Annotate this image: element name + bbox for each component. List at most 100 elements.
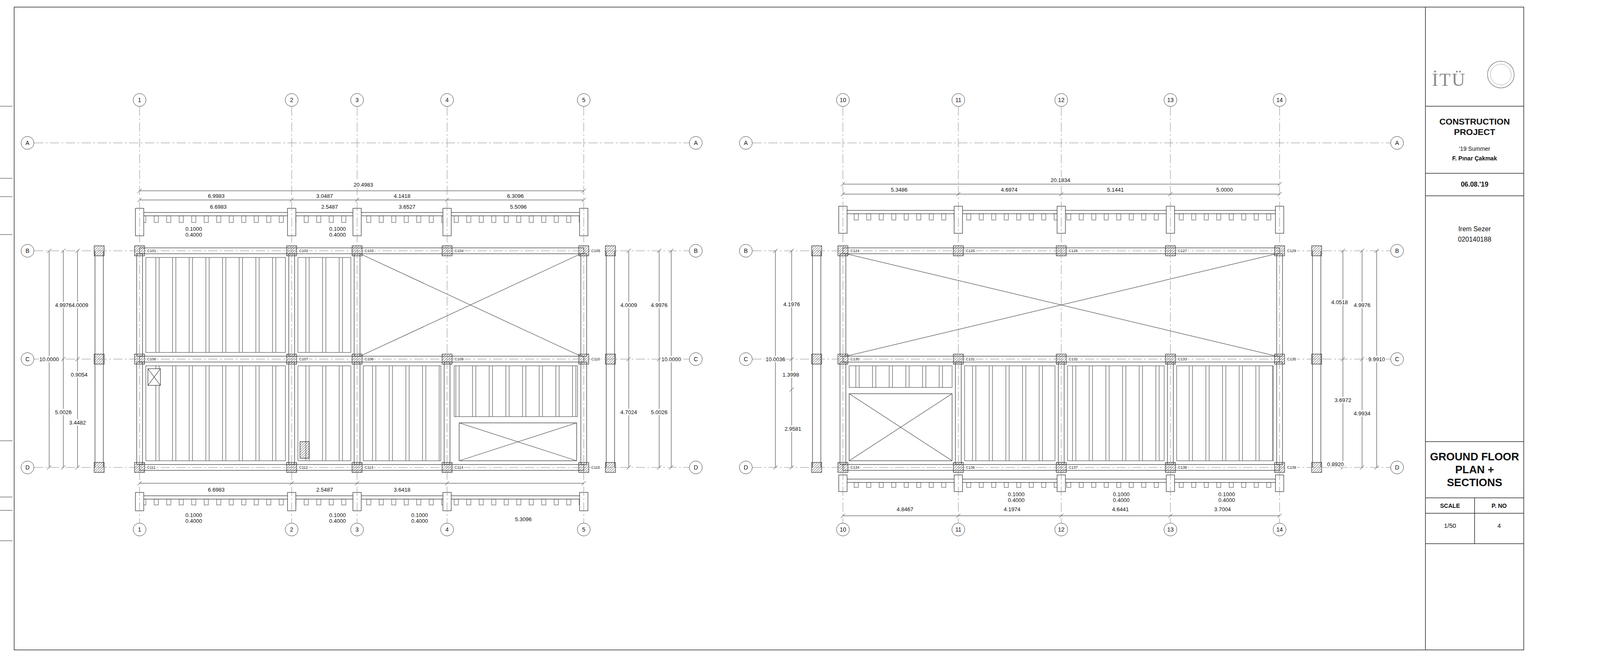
section-drawing: [139, 495, 584, 500]
dimension-text: 4.9976: [650, 302, 669, 309]
title-text: 06.08.'19: [1457, 180, 1492, 189]
column-label: C133: [1177, 357, 1188, 362]
title-text: 4: [1494, 522, 1505, 530]
dimension-text: 0.1000: [328, 225, 347, 233]
dimension-text: 4.1418: [392, 192, 412, 200]
dimension-text: 20.1834: [1050, 177, 1072, 184]
dimension-text: 4.1976: [782, 301, 801, 308]
dimension-text: 0.4000: [184, 517, 203, 525]
grid-bubble: 5: [577, 522, 591, 537]
column-label: C131: [965, 357, 976, 362]
dimension-text: 0.1000: [184, 512, 203, 519]
section-drawing: [139, 215, 584, 224]
dimension-text: 0.4000: [1007, 497, 1026, 504]
left-plan-structure: [297, 257, 351, 353]
dimension-text: 5.0000: [1215, 186, 1234, 193]
grid-line: [1279, 106, 1280, 523]
column-label: C127: [1177, 248, 1188, 254]
grid-bubble: 10: [836, 522, 850, 537]
dimension-text: 10.0036: [765, 356, 787, 363]
grid-label: B: [25, 247, 30, 254]
dimension-text: 0.8920: [1326, 461, 1345, 468]
dimension-text: 0.1000: [184, 225, 203, 233]
grid-line: [139, 106, 140, 523]
title-cell: 06.08.'19: [1425, 173, 1524, 196]
grid-bubble: D: [1390, 460, 1404, 475]
dimension-text: 6.9983: [207, 192, 226, 200]
section-drawing: [139, 499, 584, 506]
grid-label: A: [743, 140, 748, 146]
grid-label: D: [25, 464, 30, 471]
grid-bubble: A: [20, 136, 35, 150]
grid-bubble: B: [20, 244, 35, 258]
right-plan-structure: [849, 393, 953, 461]
column-label: C102: [298, 248, 310, 254]
grid-bubble: C: [20, 352, 35, 366]
title-text: F. Pınar Çakmak: [1448, 155, 1500, 163]
grid-label: 2: [290, 526, 294, 533]
column-label: C109: [453, 357, 465, 362]
grid-bubble: 11: [951, 93, 965, 107]
grid-label: 4: [445, 526, 449, 533]
grid-line: [752, 142, 1391, 144]
title-cell: CONSTRUCTION PROJECT'19 SummerF. Pınar Ç…: [1425, 106, 1524, 174]
dimension-text: 4.0518: [1330, 299, 1349, 306]
section-drawing: [139, 212, 584, 216]
dimension-text: 4.7024: [619, 409, 638, 416]
dimension-lines: [137, 188, 586, 193]
grid-bubble: 1: [132, 522, 147, 537]
grid-bubble: 2: [285, 93, 299, 107]
dimension-text: 5.1441: [1106, 186, 1125, 193]
column-label: C129: [1286, 248, 1298, 254]
dimension-text: 0.4000: [1217, 497, 1236, 504]
dimension-text: 4.1974: [1002, 506, 1022, 513]
column-label: C125: [965, 248, 976, 254]
grid-label: A: [693, 140, 698, 146]
grid-bubble: D: [689, 460, 703, 475]
left-plan-structure: [360, 253, 581, 357]
right-plan-structure: [964, 365, 1055, 461]
column-label: C124: [849, 248, 861, 254]
grid-label: 10: [839, 526, 847, 533]
dimension-text: 3.4482: [68, 419, 87, 426]
dimension-text: 4.6441: [1111, 506, 1130, 513]
sheet-frame: [1490, 64, 1512, 85]
left-plan-structure: [145, 257, 286, 353]
logo-text: İTÜ: [1431, 70, 1468, 90]
dimension-text: 10.0000: [38, 356, 60, 363]
grid-bubble: C: [739, 352, 753, 366]
grid-bubble: C: [1390, 352, 1404, 366]
left-plan-structure: [454, 365, 578, 417]
grid-bubble: 4: [440, 522, 454, 537]
dimension-text: 0.1000: [410, 512, 429, 519]
dimension-text: 3.6418: [392, 486, 412, 493]
dimension-text: 9.9910: [1367, 356, 1386, 363]
column-label: C135: [1286, 357, 1298, 362]
grid-bubble: A: [689, 136, 703, 150]
grid-label: 11: [955, 97, 962, 103]
grid-label: C: [1395, 356, 1400, 363]
title-cell: GROUND FLOOR PLAN + SECTIONS: [1425, 441, 1524, 498]
grid-label: 13: [1167, 97, 1174, 103]
dimension-text: 4.0009: [619, 302, 638, 309]
dimension-text: 2.5487: [320, 203, 339, 210]
grid-line: [357, 106, 358, 523]
left-plan-structure: [145, 365, 286, 461]
title-text: CONSTRUCTION PROJECT: [1425, 116, 1524, 138]
column-label: C112: [298, 465, 309, 470]
grid-bubble: 14: [1272, 522, 1287, 537]
grid-label: C: [25, 356, 30, 363]
dimension-text: 0.1000: [1112, 491, 1131, 498]
grid-bubble: D: [20, 460, 35, 475]
grid-line: [34, 142, 690, 144]
title-cell: SCALE1/50: [1425, 497, 1475, 544]
grid-bubble: A: [1390, 136, 1404, 150]
dimension-text: 4.9934: [1352, 410, 1372, 417]
sheet-frame: [0, 106, 13, 541]
column-label: C134: [849, 465, 861, 470]
grid-line: [447, 106, 448, 523]
grid-bubble: 5: [577, 93, 591, 107]
grid-label: D: [693, 464, 698, 471]
grid-bubble: 1: [132, 93, 147, 107]
